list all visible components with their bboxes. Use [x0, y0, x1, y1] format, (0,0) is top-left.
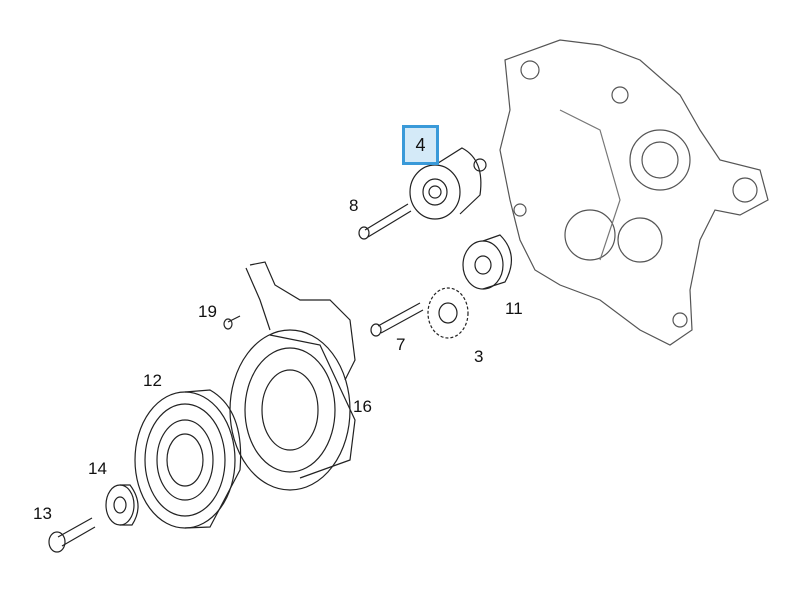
part-14-washer: [105, 484, 139, 526]
callout-part-11[interactable]: 11: [505, 299, 523, 318]
callout-part-3[interactable]: 3: [474, 347, 484, 366]
timing-cover-part: [499, 39, 769, 346]
callout-part-16[interactable]: 16: [353, 397, 372, 416]
part-7-bolt: [370, 302, 424, 337]
part-4-tensioner: [409, 147, 487, 220]
callout-part-19[interactable]: 19: [198, 302, 217, 321]
part-19-bolt: [223, 315, 241, 330]
part-12-pulley: [134, 389, 242, 529]
callout-part-13[interactable]: 13: [33, 504, 52, 523]
part-8-bolt: [358, 203, 412, 240]
callout-part-8[interactable]: 8: [349, 196, 359, 215]
callout-part-4[interactable]: 4: [402, 125, 439, 165]
part-16-seal-housing: [229, 329, 356, 491]
part-11-idler: [462, 234, 512, 290]
callout-part-7[interactable]: 7: [396, 335, 406, 354]
part-3-sprocket: [427, 287, 469, 339]
callout-part-12[interactable]: 12: [143, 371, 162, 390]
callout-part-14[interactable]: 14: [88, 459, 107, 478]
part-13-bolt: [48, 517, 96, 553]
gasket: [245, 261, 356, 381]
